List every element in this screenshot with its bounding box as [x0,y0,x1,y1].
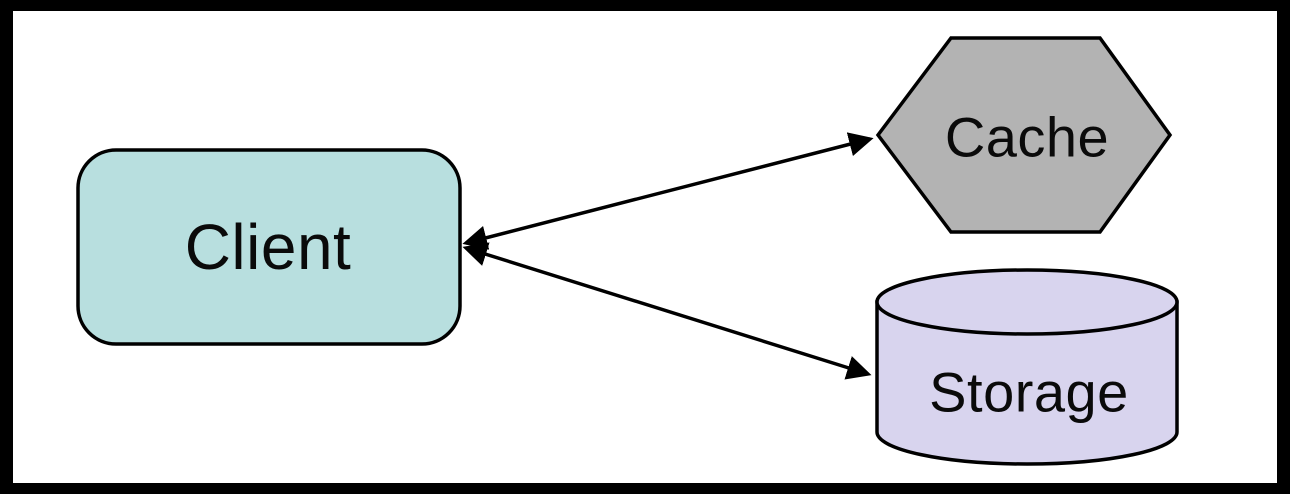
edge-client-storage [462,242,872,380]
client-label: Client [184,211,352,283]
storage-cylinder-body [875,300,1179,466]
edge-client-cache [462,132,874,250]
cache-label: Cache [944,105,1110,169]
cache-node [875,36,1173,234]
client-node [76,148,462,346]
storage-label: Storage [929,360,1129,424]
storage-node [875,268,1179,466]
storage-cylinder-top [875,268,1179,336]
